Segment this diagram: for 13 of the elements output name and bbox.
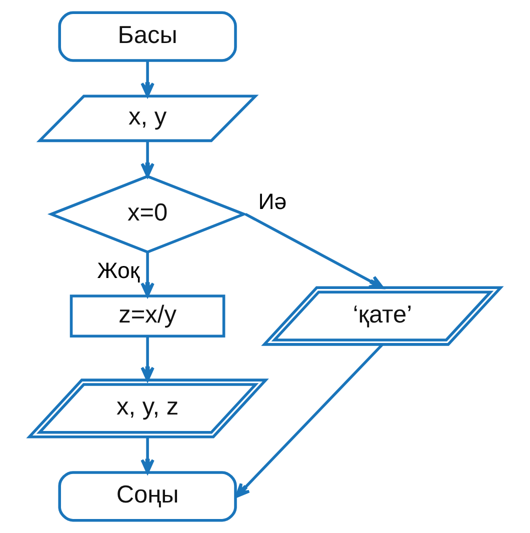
node-box: z=x/y (70, 294, 226, 338)
arrow (140, 252, 154, 298)
node-diamond: x=0 (47, 174, 248, 254)
arrow (140, 140, 154, 178)
edge-label: Иә (258, 188, 287, 214)
arrow (140, 437, 154, 474)
node-box: Соңы (58, 471, 237, 522)
arrow (235, 343, 384, 498)
arrow (140, 336, 154, 382)
edge-label: Жоқ (97, 258, 140, 284)
node-box: Басы (58, 11, 237, 62)
arrow (140, 60, 154, 98)
arrow (244, 212, 384, 290)
